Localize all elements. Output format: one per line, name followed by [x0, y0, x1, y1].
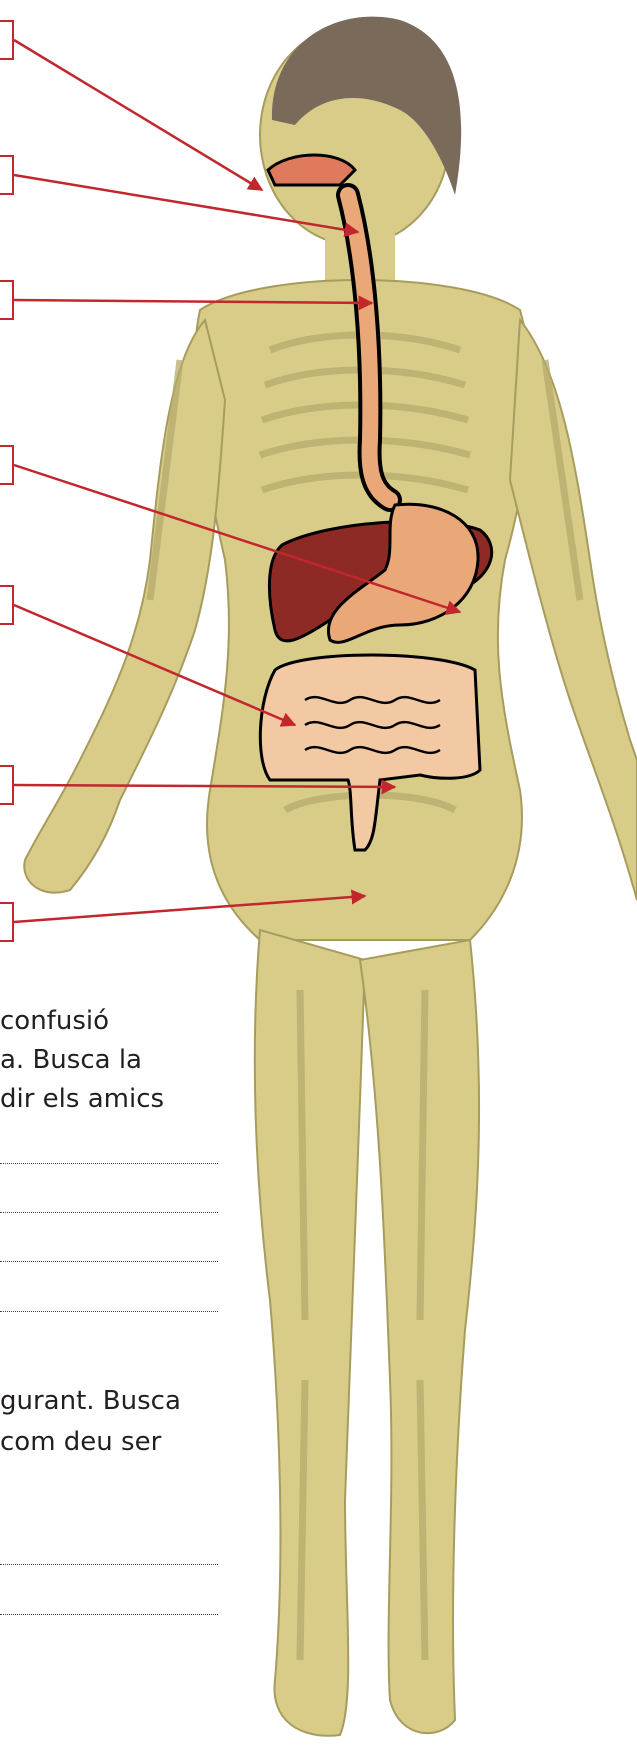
label-box-7[interactable] [0, 902, 14, 942]
answer-line-3[interactable] [0, 1261, 218, 1262]
label-box-1[interactable] [0, 20, 14, 60]
answer-line-2[interactable] [0, 1212, 218, 1213]
answer-line-4[interactable] [0, 1311, 218, 1312]
answer-line-5[interactable] [0, 1564, 218, 1565]
paragraph-2-line-1: gurant. Busca [0, 1383, 181, 1419]
body-silhouette [24, 17, 637, 1736]
leader-line-1 [14, 40, 262, 190]
paragraph-1-line-1: confusió [0, 1003, 109, 1039]
label-box-5[interactable] [0, 585, 14, 625]
label-box-2[interactable] [0, 155, 14, 195]
label-box-4[interactable] [0, 445, 14, 485]
paragraph-1-line-3: dir els amics [0, 1081, 164, 1117]
label-box-3[interactable] [0, 280, 14, 320]
label-box-6[interactable] [0, 765, 14, 805]
answer-line-1[interactable] [0, 1163, 218, 1164]
paragraph-2-line-2: com deu ser [0, 1424, 161, 1460]
answer-line-6[interactable] [0, 1614, 218, 1615]
paragraph-1-line-2: a. Busca la [0, 1042, 142, 1078]
